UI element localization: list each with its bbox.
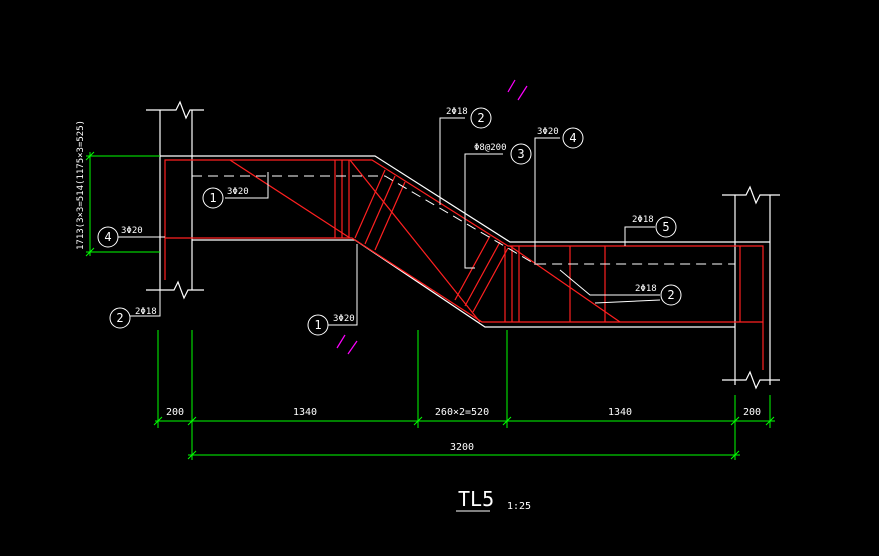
drawing-scale: 1:25 bbox=[507, 501, 531, 512]
section-mark-top bbox=[507, 79, 528, 101]
left-vertical-dimension bbox=[85, 151, 160, 257]
callout-text: 2Φ18 bbox=[635, 284, 657, 294]
callout-c1-top: 1 3Φ20 bbox=[202, 187, 249, 209]
callout-text: 2Φ18 bbox=[135, 307, 157, 317]
dim-1340-left: 1340 bbox=[293, 407, 317, 418]
callout-number: 2 bbox=[477, 111, 484, 125]
callout-number: 1 bbox=[314, 318, 321, 332]
callout-text: 2Φ18 bbox=[446, 107, 468, 117]
callout-c2-top: 2 2Φ18 bbox=[446, 107, 492, 129]
dim-total: 3200 bbox=[450, 442, 474, 453]
callout-text: Φ8@200 bbox=[474, 143, 507, 153]
dim-200-left: 200 bbox=[166, 407, 184, 418]
callout-text: 3Φ20 bbox=[121, 226, 143, 236]
callout-number: 2 bbox=[116, 311, 123, 325]
callout-c2-right: 2 2Φ18 bbox=[635, 284, 682, 306]
callout-number: 3 bbox=[517, 147, 524, 161]
callout-number: 5 bbox=[662, 220, 669, 234]
callout-c4-right: 4 3Φ20 bbox=[537, 127, 584, 149]
dashed-lines bbox=[192, 175, 735, 265]
section-mark-bottom bbox=[336, 334, 358, 355]
callout-number: 4 bbox=[569, 131, 576, 145]
concrete-outline bbox=[146, 100, 780, 390]
callout-number: 4 bbox=[104, 230, 111, 244]
callout-text: 3Φ20 bbox=[537, 127, 559, 137]
leader-lines bbox=[118, 117, 661, 326]
callout-number: 2 bbox=[667, 288, 674, 302]
horizontal-dimensions bbox=[153, 330, 775, 460]
callout-c1-bottom: 1 3Φ20 bbox=[307, 314, 355, 336]
callout-text: 3Φ20 bbox=[333, 314, 355, 324]
callout-c4-left: 4 3Φ20 bbox=[97, 226, 143, 248]
callout-c3: 3 Φ8@200 bbox=[474, 143, 532, 165]
callout-number: 1 bbox=[209, 191, 216, 205]
callout-text: 3Φ20 bbox=[227, 187, 249, 197]
rebar-lines bbox=[164, 159, 764, 370]
callout-c5: 5 2Φ18 bbox=[632, 215, 677, 238]
dim-1340-right: 1340 bbox=[608, 407, 632, 418]
drawing-title: TL5 bbox=[458, 487, 494, 511]
callout-c2-left: 2 2Φ18 bbox=[109, 307, 157, 329]
callout-text: 2Φ18 bbox=[632, 215, 654, 225]
dim-260x2: 260×2=520 bbox=[435, 407, 489, 418]
dim-200-right: 200 bbox=[743, 407, 761, 418]
left-height-label: 1713(3×3=514(1175×3=525) bbox=[76, 120, 86, 250]
